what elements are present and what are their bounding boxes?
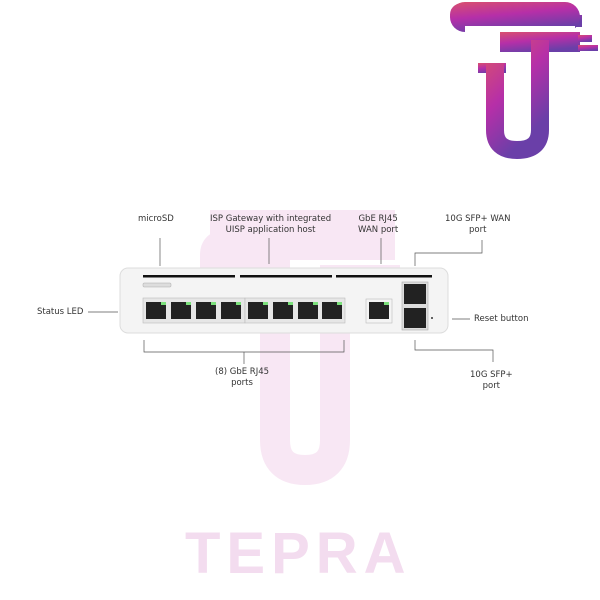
microsd-slot — [142, 282, 172, 288]
label-reset-button: Reset button — [474, 314, 529, 324]
reset-hole — [431, 317, 433, 319]
wan-port — [369, 302, 389, 319]
rj45-ports — [146, 302, 389, 319]
watermark-text: TEPRA — [185, 521, 412, 586]
label-microsd: microSD — [138, 214, 174, 224]
label-sfp-port: 10G SFP+port — [470, 370, 513, 391]
label-status-led: Status LED — [37, 307, 84, 317]
